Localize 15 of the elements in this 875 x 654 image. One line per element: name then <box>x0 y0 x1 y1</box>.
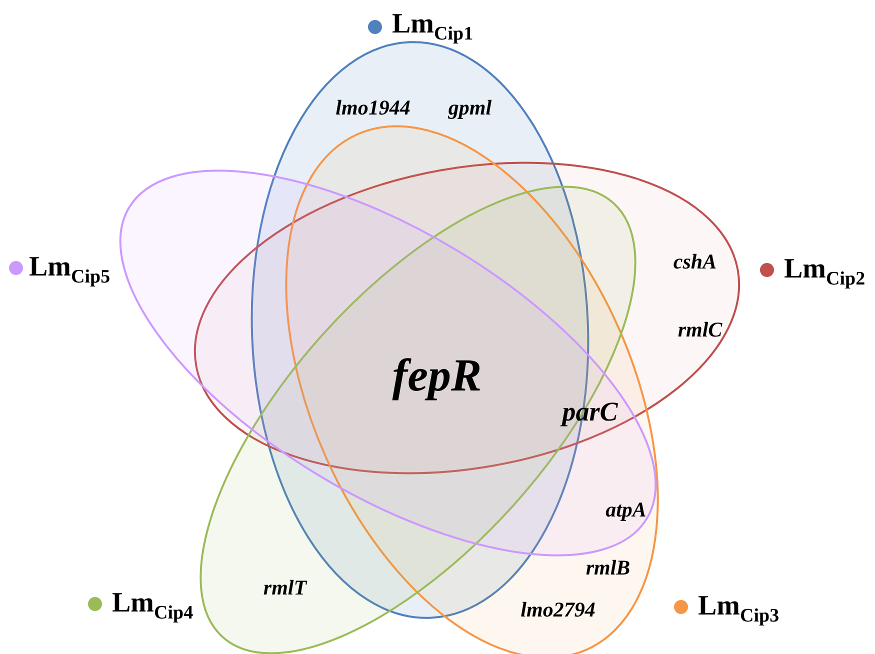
gene-label: lmo2794 <box>520 598 596 622</box>
gene-label: parC <box>562 396 618 428</box>
gene-label: rmlB <box>586 556 630 580</box>
set-label: Lm$_{Cip1}$ <box>392 8 474 46</box>
gene-label: rmlC <box>678 318 722 342</box>
gene-label: lmo1944 <box>336 96 410 120</box>
gene-label: gpml <box>448 96 492 120</box>
gene-label: cshA <box>673 250 717 274</box>
set-label: Lm$_{Cip3}$ <box>698 590 780 628</box>
gene-label: rmlT <box>263 576 307 600</box>
gene-label: atpA <box>606 498 646 522</box>
set-label: Lm$_{Cip4}$ <box>112 588 194 624</box>
set-label: Lm$_{Cip2}$ <box>784 254 866 290</box>
gene-label: fepR <box>392 348 482 402</box>
set-label: Lm$_{Cip5}$ <box>29 252 110 288</box>
